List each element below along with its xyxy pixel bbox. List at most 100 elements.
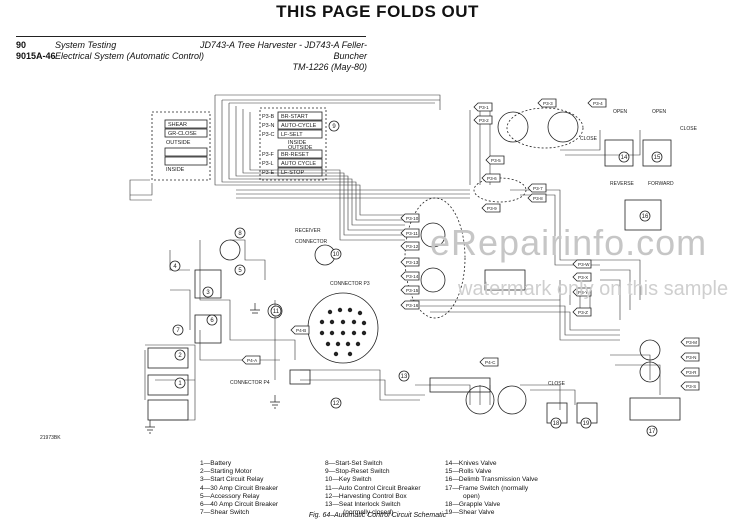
switch-pin-1: P3-B: [262, 114, 275, 120]
valve-label-close-2: CLOSE: [580, 136, 598, 142]
panel-inside-label: INSIDE: [166, 167, 185, 173]
legend-item: 7—Shear Switch: [200, 509, 250, 517]
legend-item: 12—Harvesting Control Box: [325, 492, 407, 500]
switch-pin-5: P3-L: [262, 161, 274, 167]
header-rule: [16, 36, 366, 37]
svg-text:P3-N: P3-N: [686, 355, 696, 360]
frame-switch-box: [629, 397, 681, 421]
svg-text:P3-2: P3-2: [479, 118, 489, 123]
switch-item-2: AUTO-CYCLE: [281, 123, 317, 129]
svg-text:P3-10: P3-10: [406, 216, 419, 221]
model-name: JD743-A Tree Harvester - JD743-A Feller-…: [199, 40, 367, 61]
legend-item: 9—Stop-Reset Switch: [325, 468, 390, 476]
switch-pin-3: P3-C: [262, 132, 275, 138]
pin-tag: P3-14: [400, 271, 420, 281]
page-number: 90: [16, 40, 27, 50]
callout-14: 14: [618, 151, 630, 163]
svg-text:10: 10: [333, 252, 340, 258]
svg-text:1: 1: [178, 381, 182, 387]
svg-text:P3-1: P3-1: [479, 105, 489, 110]
legend-item: 15—Rolls Valve: [445, 468, 492, 476]
svg-text:11: 11: [273, 309, 280, 315]
legend-item: 18—Grapple Valve: [445, 501, 501, 509]
watermark-notice: watermark only on this sample: [458, 278, 729, 300]
svg-text:P3-15: P3-15: [406, 288, 419, 293]
callout-13: 13: [398, 370, 410, 382]
switch-pin-4: P3-F: [262, 152, 275, 158]
connector-strip: [429, 377, 491, 393]
connector-valve-a: [497, 111, 529, 143]
legend-column-2: 8—Start-Set Switch 9—Stop-Reset Switch 1…: [325, 460, 421, 517]
callout-1: 1: [174, 377, 186, 389]
legend-item: 6—40 Amp Circuit Breaker: [200, 501, 279, 509]
svg-text:6: 6: [210, 318, 214, 324]
svg-text:2: 2: [178, 353, 182, 359]
panel-item-2: GR-CLOSE: [168, 131, 197, 137]
svg-text:3: 3: [206, 290, 210, 296]
legend-column-1: 1—Battery 2—Starting Motor 3—Start Circu…: [200, 460, 278, 517]
legend-item: (normally closed): [343, 509, 394, 517]
ground-symbols: [145, 303, 280, 434]
shear-switch-panel: SHEAR GR-CLOSE OUTSIDE INSIDE: [151, 111, 211, 181]
svg-text:P3-6: P3-6: [487, 176, 497, 181]
svg-text:5: 5: [238, 268, 242, 274]
svg-text:P3-4: P3-4: [593, 101, 603, 106]
connector-valve-b: [547, 111, 579, 143]
valve-label-reverse: REVERSE: [610, 181, 635, 187]
accessory-relay: [194, 314, 222, 344]
callout-7: 7: [172, 324, 184, 336]
receiver-label: RECEIVER: [295, 228, 321, 234]
pin-tag: P3-11: [400, 228, 420, 238]
pin-tag: P3-16: [400, 300, 420, 310]
svg-text:15: 15: [654, 155, 661, 161]
valve-label-close-3: CLOSE: [548, 381, 566, 387]
legend-column-3: 14—Knives Valve 15—Rolls Valve 16—Delimb…: [445, 460, 538, 517]
section-name: System Testing: [55, 40, 117, 50]
pin-tag: P4-C: [479, 357, 499, 367]
pin-tag: P3-X: [572, 272, 592, 282]
pin-tag: P3-7: [527, 183, 547, 193]
legend-item: 13—Seat Interlock Switch: [325, 501, 401, 509]
pin-tag: P3-R: [680, 367, 700, 377]
watermark-site: eRepairinfo.com: [430, 222, 708, 263]
valve-label-forward: FORWARD: [648, 181, 674, 187]
svg-text:P3-14: P3-14: [406, 274, 419, 279]
pin-tag: P3-S: [680, 381, 700, 391]
manual-number: TM-1226: [292, 62, 329, 72]
pin-tag: P3-15: [400, 285, 420, 295]
pin-tag: P3-8: [527, 193, 547, 203]
pin-tag: P4-A: [241, 355, 261, 365]
callout-2: 2: [174, 349, 186, 361]
manual-block: JD743-A Tree Harvester - JD743-A Feller-…: [192, 40, 367, 73]
svg-text:P3-Y: P3-Y: [578, 290, 588, 295]
svg-text:4: 4: [173, 264, 177, 270]
battery-lower: [147, 399, 189, 421]
connector-label: CONNECTOR: [295, 239, 328, 245]
legend-item: 10—Key Switch: [325, 476, 372, 484]
callout-16: 16: [639, 210, 651, 222]
section-block: System Testing Electrical System (Automa…: [55, 40, 204, 62]
svg-text:7: 7: [176, 328, 180, 334]
page-title: THIS PAGE FOLDS OUT: [276, 2, 479, 21]
switch-inside-label: INSIDE: [288, 140, 307, 146]
pin-tag: P3-1: [473, 102, 493, 112]
svg-text:8: 8: [238, 231, 242, 237]
callout-4: 4: [169, 260, 181, 272]
manual-date: (May-80): [330, 62, 367, 72]
legend-item: 3—Start Circuit Relay: [200, 476, 264, 484]
pin-tag: P3-2: [473, 115, 493, 125]
connector-lower: [420, 267, 446, 293]
svg-text:P3-W: P3-W: [578, 262, 590, 267]
svg-text:P3-8: P3-8: [533, 196, 543, 201]
pin-tag: P3-9: [481, 203, 501, 213]
wiring: [129, 94, 661, 421]
connector-p3-large: [307, 292, 379, 364]
callout-9: 9: [328, 120, 340, 132]
manual-ref: TM-1226 (May-80): [192, 62, 367, 73]
drawing-code: 21973BK: [40, 435, 61, 441]
connector-upper: [420, 222, 446, 248]
callout-10: 10: [330, 248, 342, 260]
svg-text:P3-Z: P3-Z: [578, 310, 588, 315]
pin-tag: P3-12: [400, 241, 420, 251]
svg-text:P3-16: P3-16: [406, 303, 419, 308]
